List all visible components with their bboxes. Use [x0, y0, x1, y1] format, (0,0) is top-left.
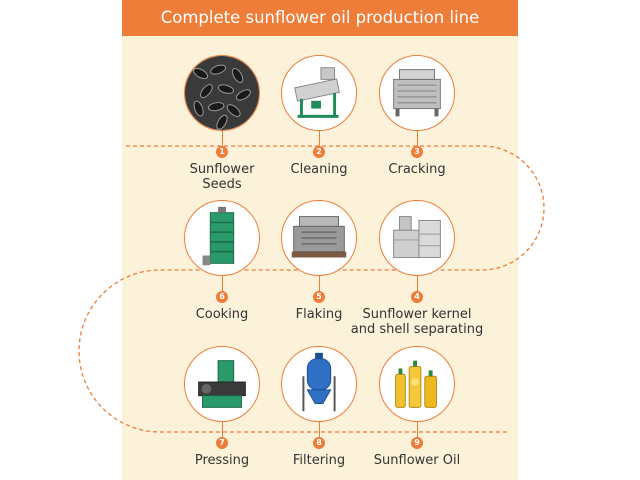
step-number-badge: 5 [313, 291, 325, 303]
step-label: Filtering [292, 453, 346, 468]
oil-press-icon [184, 346, 260, 422]
step-number-badge: 9 [411, 437, 423, 449]
step-number-badge: 3 [411, 146, 423, 158]
separator-machine-icon [379, 200, 455, 276]
filter-icon [281, 346, 357, 422]
step-label: Sunflower kernel and shell separating [350, 307, 484, 337]
step-label: Pressing [194, 453, 250, 468]
step-stem [318, 276, 320, 292]
step-label: Sunflower Oil [373, 453, 461, 468]
flaking-machine-icon [281, 200, 357, 276]
flow-connector [78, 145, 545, 433]
step-stem [221, 422, 223, 438]
oil-bottles-icon [379, 346, 455, 422]
step-stem [416, 131, 418, 147]
step-label: Cooking [195, 307, 249, 322]
step-number-badge: 1 [216, 146, 228, 158]
step-label: Sunflower Seeds [189, 162, 255, 192]
step-stem [416, 422, 418, 438]
step-number-badge: 2 [313, 146, 325, 158]
step-number-badge: 6 [216, 291, 228, 303]
step-stem [318, 422, 320, 438]
step-stem [221, 131, 223, 147]
step-stem [221, 276, 223, 292]
cooking-machine-icon [184, 200, 260, 276]
sunflower-seeds-icon [184, 55, 260, 131]
step-label: Cleaning [290, 162, 348, 177]
cracking-machine-icon [379, 55, 455, 131]
step-number-badge: 7 [216, 437, 228, 449]
step-stem [318, 131, 320, 147]
step-label: Cracking [388, 162, 446, 177]
step-number-badge: 4 [411, 291, 423, 303]
step-label: Flaking [295, 307, 343, 322]
step-number-badge: 8 [313, 437, 325, 449]
cleaning-machine-icon [281, 55, 357, 131]
step-stem [416, 276, 418, 292]
title-banner: Complete sunflower oil production line [122, 0, 518, 36]
